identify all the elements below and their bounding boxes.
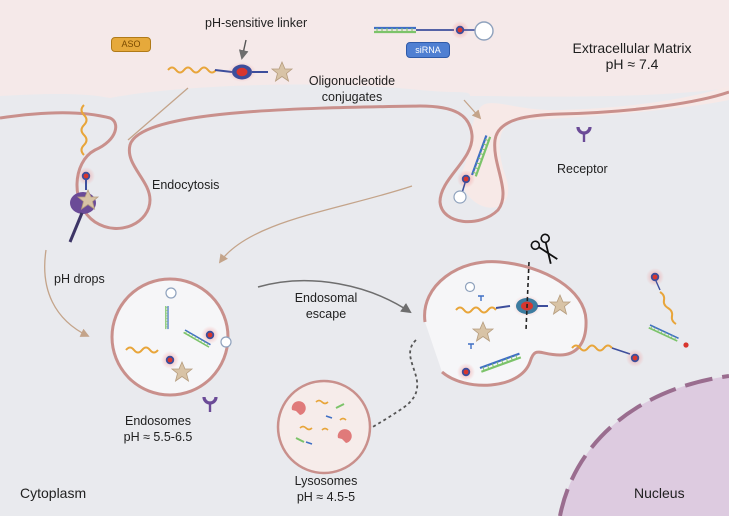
label-lysosomes-ph: pH ≈ 4.5-5: [296, 490, 356, 504]
arrow-sirna-to-pit: [463, 99, 482, 120]
label-extracellular-matrix: Extracellular Matrix: [572, 40, 692, 56]
label-oligonucleotide: Oligonucleotide: [308, 74, 396, 88]
endosome-contents: [125, 287, 232, 382]
cell-membrane: [0, 90, 729, 230]
linker-pointer-arrow: [238, 39, 249, 60]
pit-sirna-complex: [453, 134, 492, 204]
label-conjugates: conjugates: [321, 90, 383, 104]
label-nucleus: Nucleus: [634, 485, 685, 501]
arrow-ph-drops: [44, 249, 90, 337]
released-aso: [571, 268, 677, 367]
label-endosomes-ph: pH ≈ 5.5-6.5: [123, 430, 193, 444]
badge-aso: ASO: [111, 37, 151, 52]
scissors-icon: [530, 233, 558, 264]
lysosome: [276, 379, 372, 475]
aso-conjugate: [167, 61, 293, 82]
label-ph-drops: pH drops: [54, 272, 105, 286]
label-lysosomes: Lysosomes: [294, 474, 358, 488]
label-cytoplasm: Cytoplasm: [20, 485, 87, 501]
released-sirna: [647, 324, 689, 348]
escaping-endosome-contents: [455, 261, 571, 381]
label-receptor: Receptor: [557, 162, 608, 176]
arrow-endosomal-escape: [257, 279, 412, 314]
sirna-conjugate: [372, 21, 494, 41]
arrow-aso-to-endocytosis: [127, 87, 189, 141]
nucleus: [560, 376, 729, 516]
arrow-pit-to-endosome: [218, 185, 413, 264]
label-endosomes: Endosomes: [124, 414, 191, 428]
label-endosomal: Endosomal: [294, 291, 358, 305]
badge-sirna: siRNA: [406, 42, 450, 58]
endocytosis-aso-complex: [68, 104, 99, 243]
lysosome-contents: [291, 399, 352, 445]
nuclear-envelope: [558, 374, 729, 516]
label-escape: escape: [305, 307, 347, 321]
escaping-endosome: [423, 260, 588, 387]
label-extracellular-ph: pH ≈ 7.4: [605, 56, 659, 72]
label-endocytosis: Endocytosis: [152, 178, 220, 192]
label-ph-sensitive-linker: pH-sensitive linker: [205, 16, 308, 30]
